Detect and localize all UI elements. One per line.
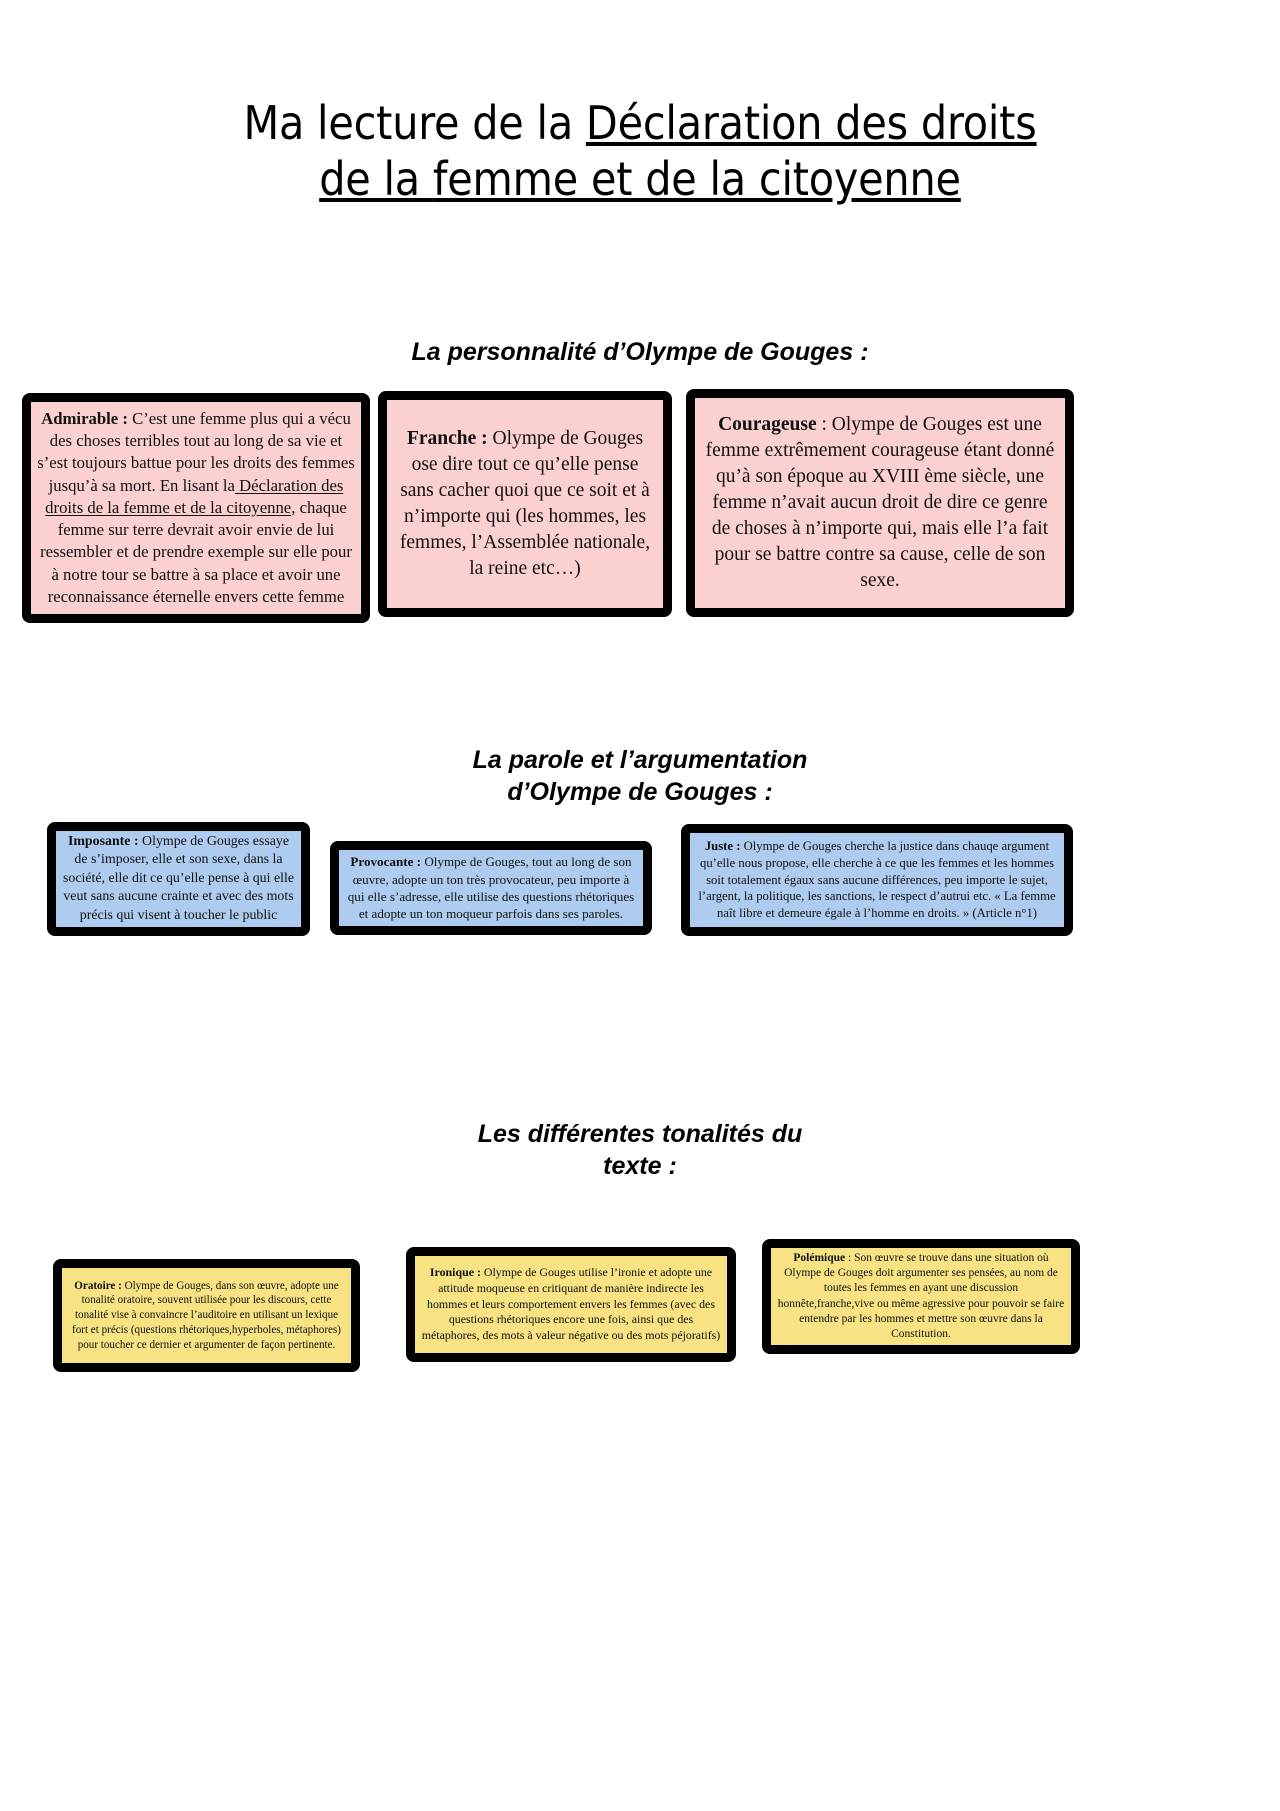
card-juste: Juste : Olympe de Gouges cherche la just… xyxy=(681,824,1073,936)
card-imposante-term: Imposante : xyxy=(67,833,139,849)
section-heading-tonalites-line-1: Les différentes tonalités du xyxy=(477,1120,803,1148)
card-admirable-body-1: C’est une femme plus qui a vécu des chos… xyxy=(37,409,355,495)
card-provocante-text: Provocante : Olympe de Gouges, tout au l… xyxy=(339,851,643,925)
section-heading-tonalites: Les différentes tonalités du texte : xyxy=(0,1118,1280,1182)
title-underlined-1: Déclaration des droits xyxy=(585,96,1037,150)
card-franche-text: Franche : Olympe de Gouges ose dire tout… xyxy=(387,424,663,584)
card-oratoire-text: Oratoire : Olympe de Gouges, dans son œu… xyxy=(62,1277,351,1355)
card-courageuse-body: : Olympe de Gouges est une femme extrême… xyxy=(705,414,1055,591)
title-underlined-2: femme et de la citoyenne xyxy=(432,152,961,207)
card-ironique-text: Ironique : Olympe de Gouges utilise l’ir… xyxy=(415,1263,727,1346)
card-imposante: Imposante : Olympe de Gouges essaye de s… xyxy=(47,822,310,936)
section-heading-parole-line-2: d’Olympe de Gouges : xyxy=(507,778,773,806)
card-provocante-body: Olympe de Gouges, tout au long de son œu… xyxy=(347,854,635,922)
card-admirable-body-underlined: Déclaration des droits de la femme et de… xyxy=(45,475,344,517)
card-polemique-text: Polémique : Son œuvre se trouve dans une… xyxy=(771,1249,1071,1345)
card-courageuse-term: Courageuse xyxy=(718,414,817,436)
card-juste-term: Juste : xyxy=(704,838,741,853)
card-admirable-term: Admirable : xyxy=(41,409,128,429)
card-provocante: Provocante : Olympe de Gouges, tout au l… xyxy=(330,841,652,935)
card-polemique: Polémique : Son œuvre se trouve dans une… xyxy=(762,1239,1080,1354)
section-heading-tonalites-line-2: texte : xyxy=(603,1152,677,1180)
card-juste-text: Juste : Olympe de Gouges cherche la just… xyxy=(690,836,1064,924)
title-plain-1: Ma lecture de la xyxy=(243,96,586,150)
page-title-line-2: de la femme et de la citoyenne xyxy=(0,151,1280,207)
card-admirable-text: Admirable : C’est une femme plus qui a v… xyxy=(31,406,361,610)
card-franche-body: Olympe de Gouges ose dire tout ce qu’ell… xyxy=(399,428,651,579)
card-imposante-body: Olympe de Gouges essaye de s’imposer, el… xyxy=(62,833,295,923)
card-oratoire-body: Olympe de Gouges, dans son œuvre, adopte… xyxy=(72,1279,341,1351)
section-heading-personnalite: La personnalité d’Olympe de Gouges : xyxy=(0,336,1280,368)
section-heading-parole-line-1: La parole et l’argumentation xyxy=(472,746,808,774)
card-oratoire: Oratoire : Olympe de Gouges, dans son œu… xyxy=(53,1259,360,1372)
card-ironique-term: Ironique : xyxy=(429,1264,481,1279)
card-admirable-body-2: , chaque femme sur terre devrait avoir e… xyxy=(40,497,352,606)
card-oratoire-term: Oratoire : xyxy=(74,1279,122,1292)
section-heading-text: La personnalité d’Olympe de Gouges : xyxy=(411,338,869,366)
card-courageuse-text: Courageuse : Olympe de Gouges est une fe… xyxy=(695,410,1065,595)
section-heading-parole: La parole et l’argumentation d’Olympe de… xyxy=(0,744,1280,808)
page-title: Ma lecture de la Déclaration des droits … xyxy=(0,95,1280,207)
card-franche-term: Franche : xyxy=(406,428,488,450)
card-juste-body: Olympe de Gouges cherche la justice dans… xyxy=(698,838,1056,921)
page-title-line-1: Ma lecture de la Déclaration des droits xyxy=(0,95,1280,151)
card-ironique: Ironique : Olympe de Gouges utilise l’ir… xyxy=(406,1247,736,1362)
card-polemique-term: Polémique xyxy=(793,1251,846,1264)
card-courageuse: Courageuse : Olympe de Gouges est une fe… xyxy=(686,389,1074,617)
title-plain-2: de la xyxy=(319,152,433,207)
card-admirable: Admirable : C’est une femme plus qui a v… xyxy=(22,393,370,623)
card-ironique-body: Olympe de Gouges utilise l’ironie et ado… xyxy=(421,1264,721,1343)
card-imposante-text: Imposante : Olympe de Gouges essaye de s… xyxy=(56,831,301,927)
card-provocante-term: Provocante : xyxy=(350,854,422,870)
card-polemique-body: : Son œuvre se trouve dans une situation… xyxy=(777,1251,1065,1341)
card-franche: Franche : Olympe de Gouges ose dire tout… xyxy=(378,391,672,617)
